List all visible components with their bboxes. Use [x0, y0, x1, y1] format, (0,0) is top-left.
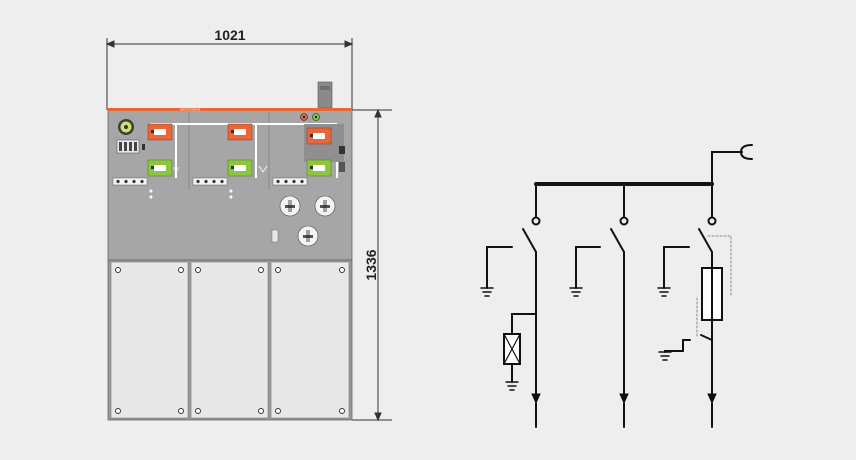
cabinet-door[interactable] — [190, 261, 269, 419]
fuse-label — [271, 229, 279, 243]
voltage-indicator — [116, 139, 140, 154]
cabinet-3-switches — [300, 113, 345, 177]
motor-unit — [317, 81, 333, 109]
terminal-strips — [112, 177, 308, 199]
width-dimension-label: 1021 — [214, 27, 245, 43]
height-dimension — [352, 108, 392, 422]
mechanical-link — [696, 235, 732, 337]
accent-strip — [108, 108, 352, 111]
cable-termination-icon — [739, 144, 753, 160]
switch-blade — [522, 228, 537, 253]
switch-blade — [698, 228, 713, 253]
feeder-arrow-icon — [707, 393, 717, 405]
supply-cable — [711, 151, 743, 185]
width-dimension — [105, 38, 354, 110]
bushing-icon — [531, 216, 541, 226]
switch-blade — [610, 228, 625, 253]
feeder-1 — [480, 183, 541, 428]
bushing-icon — [707, 216, 717, 226]
earth-icon — [569, 287, 583, 297]
earth-icon — [657, 287, 671, 297]
single-line-diagram — [480, 144, 753, 428]
height-dimension-label: 1336 — [363, 249, 379, 280]
fuse-access-covers — [271, 195, 336, 247]
cabinet-2-switches — [227, 123, 268, 177]
feeder-2 — [569, 183, 629, 428]
earth-icon — [505, 381, 519, 391]
pressure-gauge-icon — [118, 119, 134, 135]
feeder-arrow-icon — [531, 393, 541, 405]
feeder-3 — [657, 183, 732, 428]
earth-icon — [658, 351, 672, 361]
switchgear-front-view: SWITCHGEAR — [107, 81, 353, 421]
cabinet-door[interactable] — [110, 261, 189, 419]
panel-header-text: SWITCHGEAR — [180, 108, 201, 112]
cabinet-doors — [110, 261, 350, 419]
bushing-icon — [619, 216, 629, 226]
cabinet-1-switches — [147, 123, 179, 177]
feeder-arrow-icon — [619, 393, 629, 405]
earth-icon — [480, 287, 494, 297]
cabinet-door[interactable] — [270, 261, 350, 419]
